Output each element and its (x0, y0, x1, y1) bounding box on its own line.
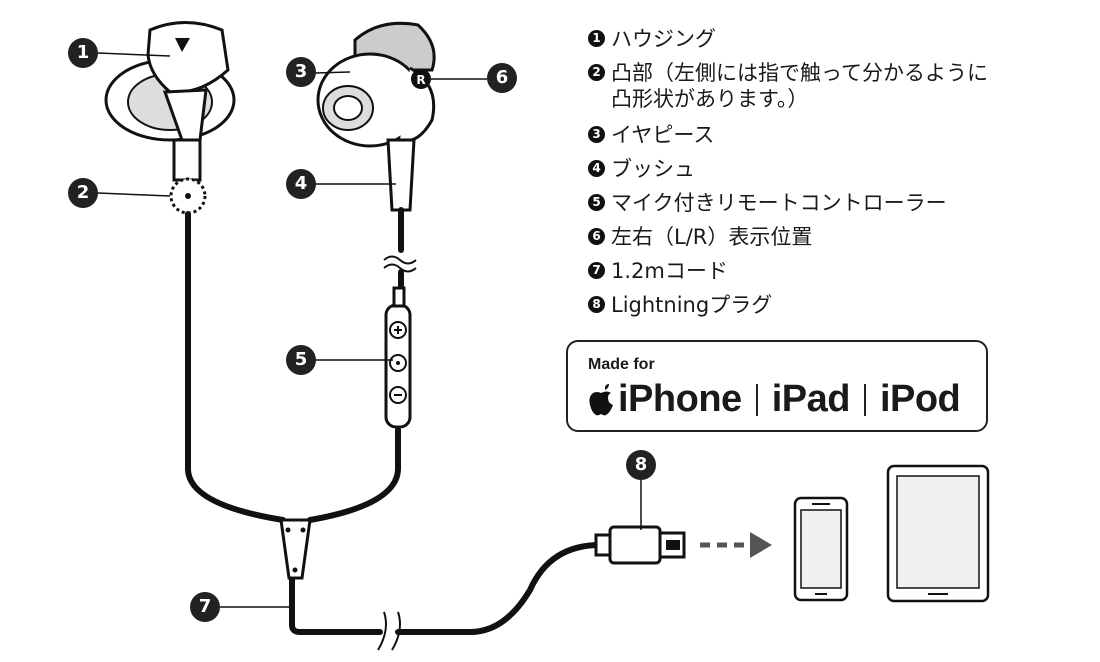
legend-number: 8 (588, 296, 605, 313)
right-earphone: R (316, 21, 436, 212)
separator (755, 383, 758, 416)
callout-4: 4 (286, 169, 316, 199)
legend-item: 6 左右（L/R）表示位置 (588, 224, 988, 250)
remote-controller (384, 286, 412, 429)
legend-text: 1.2mコード (611, 259, 728, 283)
connect-arrow (700, 532, 772, 558)
callout-5: 5 (286, 345, 316, 375)
callout-3: 3 (286, 57, 316, 87)
ipad-device (886, 464, 990, 603)
legend-text: ブッシュ (611, 157, 695, 181)
cable-break-mark (377, 255, 417, 651)
legend-number: 1 (588, 30, 605, 47)
apple-logo-icon (589, 383, 613, 415)
callout-1: 1 (68, 38, 98, 68)
legend-text: ハウジング (611, 27, 716, 51)
legend-text: マイク付きリモートコントローラー (611, 191, 947, 215)
device-list: iPhone iPad iPod (588, 378, 961, 421)
cable-splitter (279, 518, 312, 580)
leader-lines (97, 52, 642, 608)
legend-text: 凸部（左側には指で触って分かるように 凸形状があります。） (611, 61, 988, 111)
legend-number: 3 (588, 126, 605, 143)
callout-7: 7 (190, 592, 220, 622)
callout-2: 2 (68, 178, 98, 208)
legend-item: 8 Lightningプラグ (588, 292, 988, 318)
legend-item: 4 ブッシュ (588, 156, 988, 182)
device-ipod: iPod (879, 378, 961, 420)
iphone-device (793, 496, 849, 602)
separator (863, 383, 866, 416)
legend-number: 4 (588, 160, 605, 177)
device-ipad: iPad (771, 378, 851, 420)
legend-text: Lightningプラグ (611, 293, 773, 317)
legend-item: 1 ハウジング (588, 26, 988, 52)
made-for-label: Made for (588, 356, 655, 373)
left-earphone (104, 21, 236, 215)
lightning-plug (594, 525, 686, 565)
legend-item: 7 1.2mコード (588, 258, 988, 284)
legend-number: 7 (588, 262, 605, 279)
legend-item: 3 イヤピース (588, 122, 988, 148)
callout-6: 6 (487, 63, 517, 93)
callout-8: 8 (626, 450, 656, 480)
legend-item: 2 凸部（左側には指で触って分かるように 凸形状があります。） (588, 60, 988, 112)
made-for-badge: Made for iPhone iPad iPod (566, 340, 988, 432)
legend-item: 5 マイク付きリモートコントローラー (588, 190, 988, 216)
device-iphone: iPhone (618, 378, 742, 420)
legend-number: 6 (588, 228, 605, 245)
legend-text: 左右（L/R）表示位置 (611, 225, 813, 249)
cable (185, 207, 603, 635)
legend-number: 2 (588, 64, 605, 81)
legend-text: イヤピース (611, 123, 715, 147)
r-mark: R (416, 73, 425, 87)
legend-number: 5 (588, 194, 605, 211)
